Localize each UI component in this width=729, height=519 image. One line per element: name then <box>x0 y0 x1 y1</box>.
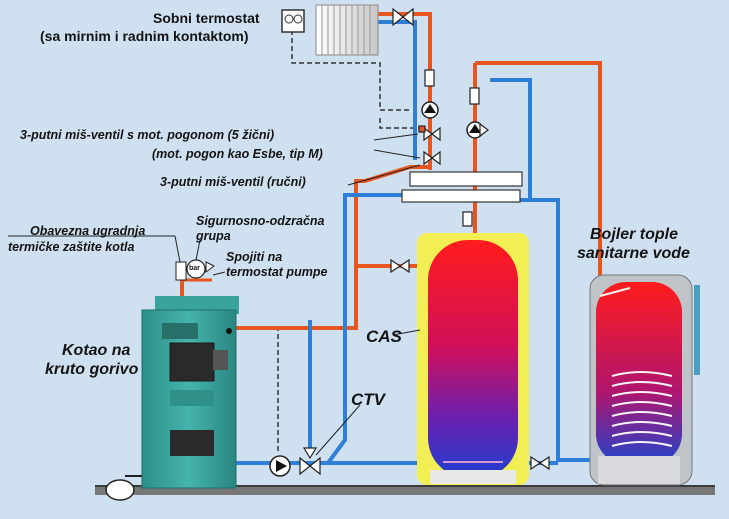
hydraulic-separator <box>401 171 523 203</box>
sensor-icon <box>424 69 480 227</box>
radiator <box>315 4 379 56</box>
ctv-label: CTV <box>351 390 385 409</box>
supply-pipes <box>180 12 630 462</box>
manual-valve-label: 3-putni miš-ventil (ručni) <box>160 175 306 189</box>
hot-water-sublabel: sanitarne vode <box>577 245 690 262</box>
control-wiring <box>236 30 420 452</box>
leader-lines <box>8 133 421 456</box>
cas-label: CAS <box>366 327 402 346</box>
thermostat-sublabel: (sa mirnim i radnim kontaktom) <box>40 28 249 44</box>
room-thermostat-icon <box>281 9 305 33</box>
thermal-protection-sublabel: termičke zaštite kotla <box>8 240 135 254</box>
accumulation-tank <box>417 233 529 485</box>
hot-water-label: Bojler tople <box>590 226 679 243</box>
motor-valve-sublabel: (mot. pogon kao Esbe, tip M) <box>152 147 323 161</box>
safety-group-sublabel: grupa <box>196 229 231 243</box>
connect-label: Spojiti na <box>226 250 283 264</box>
valve-icon <box>392 7 414 27</box>
motor-valve-label: 3-putni miš-ventil s mot. pogonom (5 žič… <box>20 128 275 142</box>
thermal-protection-label: Obavezna ugradnja <box>30 224 146 238</box>
pressure-gauge-label: bar <box>189 265 200 272</box>
boiler-sublabel: kruto gorivo <box>45 361 139 378</box>
boiler <box>141 296 239 489</box>
mixing-valve-icon <box>299 125 441 476</box>
boiler-label: Kotao na <box>62 342 131 359</box>
ball-valve-icon <box>390 122 550 471</box>
safety-group-label: Sigurnosno-odzračna <box>196 214 325 228</box>
pump-icon <box>269 101 484 477</box>
safety-group <box>175 259 215 282</box>
thermostat-label: Sobni termostat <box>153 10 260 26</box>
hot-water-boiler <box>589 274 700 486</box>
connect-sublabel: termostat pumpe <box>226 265 328 279</box>
expansion-vessel <box>105 475 142 501</box>
return-pipes <box>236 20 595 465</box>
